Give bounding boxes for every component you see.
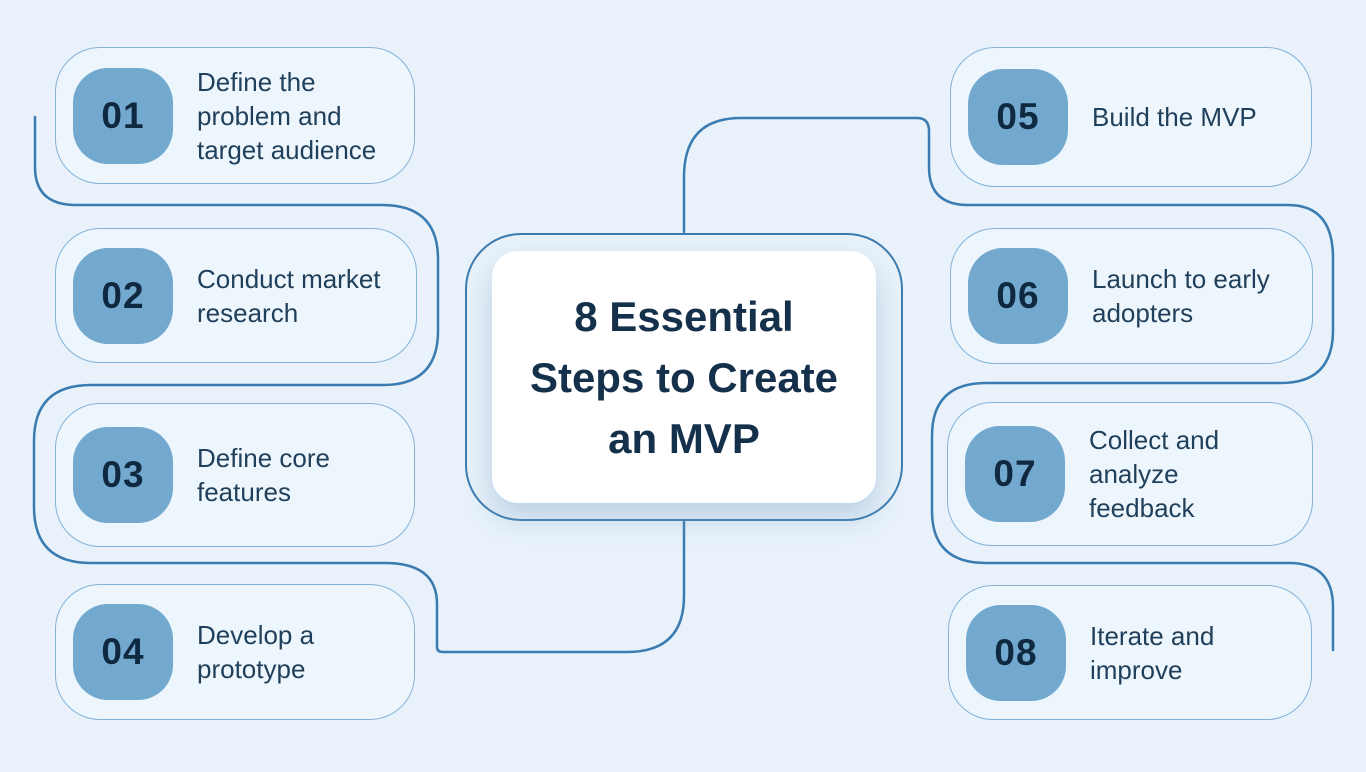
step-07-label: Collect and analyze feedback: [1089, 425, 1220, 523]
center-node-outline: 8 Essential Steps to Create an MVP: [465, 233, 903, 521]
step-07-number-badge: 07: [965, 426, 1065, 522]
step-box-08: 08 Iterate and improve: [948, 585, 1312, 720]
step-03-number-badge: 03: [73, 427, 173, 523]
step-box-03: 03 Define core features: [55, 403, 415, 547]
step-04-number-badge: 04: [73, 604, 173, 700]
step-box-01: 01 Define the problem and target audienc…: [55, 47, 415, 184]
step-05-number: 05: [996, 96, 1040, 137]
diagram-title: 8 Essential Steps to Create an MVP: [529, 292, 839, 462]
step-box-06: 06 Launch to early adopters: [950, 228, 1313, 364]
step-02-number: 02: [101, 274, 145, 316]
step-05-number-badge: 05: [968, 69, 1068, 165]
step-08-label: Iterate and improve: [1090, 620, 1215, 685]
step-08-number: 08: [994, 631, 1038, 673]
step-04-number: 04: [101, 631, 145, 672]
step-02-number-badge: 02: [73, 247, 173, 344]
step-08-number-badge: 08: [966, 604, 1066, 701]
step-06-number-badge: 06: [968, 248, 1068, 344]
step-01-number: 01: [101, 94, 145, 136]
step-06-number: 06: [996, 275, 1040, 316]
step-box-04: 04 Develop a prototype: [55, 584, 415, 720]
step-04-label: Develop a prototype: [197, 620, 315, 684]
step-box-05: 05 Build the MVP: [950, 47, 1312, 187]
step-03-number: 03: [101, 454, 145, 495]
title-card: 8 Essential Steps to Create an MVP: [492, 251, 876, 503]
step-02-label: Conduct market research: [197, 263, 381, 328]
step-06-label: Launch to early adopters: [1092, 264, 1270, 328]
step-box-07: 07 Collect and analyze feedback: [947, 402, 1313, 546]
step-01-label: Define the problem and target audience: [197, 66, 377, 165]
connector-left-flow: [32, 115, 686, 654]
connector-right-flow: [682, 116, 1335, 652]
step-05-label: Build the MVP: [1092, 102, 1257, 132]
step-03-label: Define core features: [197, 443, 330, 507]
step-01-number-badge: 01: [73, 67, 173, 164]
step-07-number: 07: [993, 453, 1037, 494]
step-box-02: 02 Conduct market research: [55, 228, 417, 363]
